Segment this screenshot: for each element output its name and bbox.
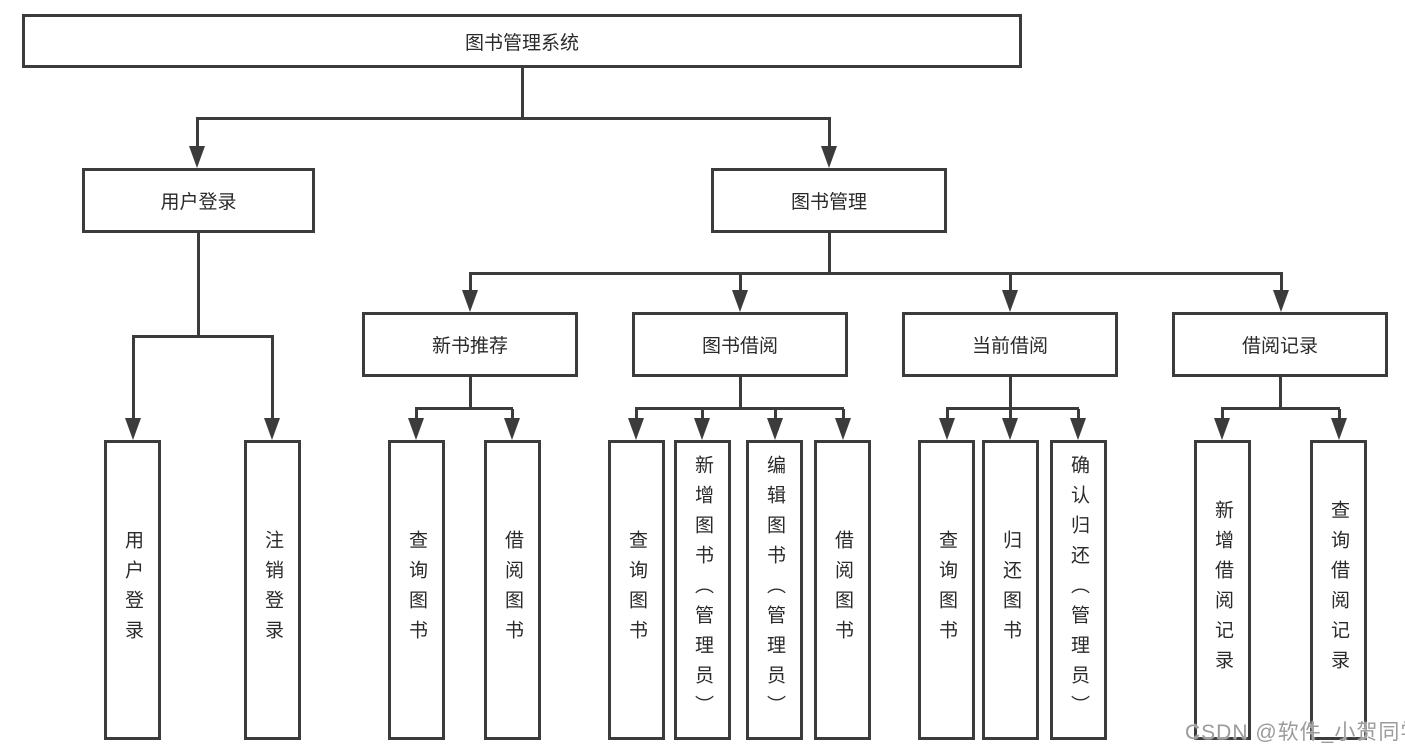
leaf-return-book-label: 归还图书	[1000, 530, 1021, 650]
connector-line	[469, 274, 472, 292]
arrow-down-icon	[504, 418, 520, 440]
arrow-down-icon	[1273, 290, 1289, 312]
connector-line	[946, 409, 949, 420]
leaf-add-borrow-record: 新增借阅记录	[1194, 440, 1251, 740]
leaf-borrow-book-recommend-label: 借阅图书	[502, 530, 523, 650]
leaf-borrow-book: 借阅图书	[814, 440, 871, 740]
node-user-login: 用户登录	[82, 168, 315, 233]
connector-line	[132, 335, 274, 338]
connector-line	[521, 68, 524, 120]
node-root-library-system: 图书管理系统	[22, 14, 1022, 68]
connector-line	[1221, 409, 1224, 420]
connector-line	[946, 407, 1079, 410]
arrow-down-icon	[462, 290, 478, 312]
arrow-down-icon	[408, 418, 424, 440]
node-new-book-recommend-label: 新书推荐	[431, 336, 508, 357]
connector-line	[739, 274, 742, 292]
arrow-down-icon	[125, 418, 141, 440]
connector-line	[635, 407, 844, 410]
connector-line	[415, 407, 513, 410]
connector-line	[196, 117, 831, 120]
connector-line	[1009, 377, 1012, 410]
arrow-down-icon	[1002, 418, 1018, 440]
arrow-down-icon	[939, 418, 955, 440]
leaf-query-book-current: 查询图书	[918, 440, 975, 740]
arrow-down-icon	[264, 418, 280, 440]
connector-line	[828, 233, 831, 275]
leaf-user-login: 用户登录	[104, 440, 161, 740]
connector-line	[1009, 409, 1012, 420]
leaf-logout: 注销登录	[244, 440, 301, 740]
connector-line	[415, 409, 418, 420]
node-current-borrow: 当前借阅	[902, 312, 1118, 377]
connector-line	[511, 409, 514, 420]
leaf-confirm-return-admin-label: 确认归还（管理员）	[1068, 455, 1089, 725]
arrow-down-icon	[628, 418, 644, 440]
arrow-down-icon	[732, 290, 748, 312]
connector-line	[1221, 407, 1340, 410]
leaf-query-borrow-record: 查询借阅记录	[1310, 440, 1367, 740]
arrow-down-icon	[1070, 418, 1086, 440]
leaf-edit-book-admin: 编辑图书（管理员）	[746, 440, 803, 740]
arrow-down-icon	[189, 146, 205, 168]
connector-line	[1009, 274, 1012, 292]
connector-line	[1338, 409, 1341, 420]
connector-line	[774, 409, 777, 420]
csdn-watermark: CSDN @软件_小贺同学	[1185, 721, 1405, 744]
leaf-borrow-book-recommend: 借阅图书	[484, 440, 541, 740]
leaf-return-book: 归还图书	[982, 440, 1039, 740]
arrow-down-icon	[821, 146, 837, 168]
arrow-down-icon	[767, 418, 783, 440]
node-root-label: 图书管理系统	[464, 32, 579, 54]
connector-line	[1077, 409, 1080, 420]
node-user-login-label: 用户登录	[160, 192, 237, 213]
leaf-query-book-recommend: 查询图书	[388, 440, 445, 740]
connector-line	[271, 337, 274, 420]
arrow-down-icon	[1214, 418, 1230, 440]
connector-line	[132, 337, 135, 420]
node-borrow-records-label: 借阅记录	[1241, 336, 1318, 357]
connector-line	[196, 119, 199, 148]
leaf-query-book-recommend-label: 查询图书	[406, 530, 427, 650]
node-borrow-records: 借阅记录	[1172, 312, 1388, 377]
leaf-user-login-label: 用户登录	[122, 530, 143, 650]
node-current-borrow-label: 当前借阅	[971, 336, 1048, 357]
leaf-add-book-admin: 新增图书（管理员）	[674, 440, 731, 740]
connector-line	[469, 377, 472, 410]
leaf-borrow-book-label: 借阅图书	[832, 530, 853, 650]
node-new-book-recommend: 新书推荐	[362, 312, 578, 377]
node-book-borrow: 图书借阅	[632, 312, 848, 377]
arrow-down-icon	[1331, 418, 1347, 440]
leaf-add-borrow-record-label: 新增借阅记录	[1212, 500, 1233, 680]
leaf-query-book-borrow-label: 查询图书	[626, 530, 647, 650]
arrow-down-icon	[1002, 290, 1018, 312]
connector-line	[828, 119, 831, 148]
leaf-query-book-borrow: 查询图书	[608, 440, 665, 740]
connector-line	[1279, 377, 1282, 410]
connector-line	[1280, 274, 1283, 292]
connector-line	[842, 409, 845, 420]
leaf-confirm-return-admin: 确认归还（管理员）	[1050, 440, 1107, 740]
connector-line	[635, 409, 638, 420]
node-book-borrow-label: 图书借阅	[701, 336, 778, 357]
arrow-down-icon	[835, 418, 851, 440]
node-book-management-label: 图书管理	[790, 192, 867, 213]
connector-line	[469, 272, 1283, 275]
connector-line	[701, 409, 704, 420]
arrow-down-icon	[694, 418, 710, 440]
leaf-logout-label: 注销登录	[262, 530, 283, 650]
connector-line	[739, 377, 742, 410]
leaf-query-borrow-record-label: 查询借阅记录	[1328, 500, 1349, 680]
node-book-management: 图书管理	[711, 168, 947, 233]
connector-line	[197, 232, 200, 338]
leaf-edit-book-admin-label: 编辑图书（管理员）	[764, 455, 785, 725]
leaf-add-book-admin-label: 新增图书（管理员）	[692, 455, 713, 725]
leaf-query-book-current-label: 查询图书	[936, 530, 957, 650]
